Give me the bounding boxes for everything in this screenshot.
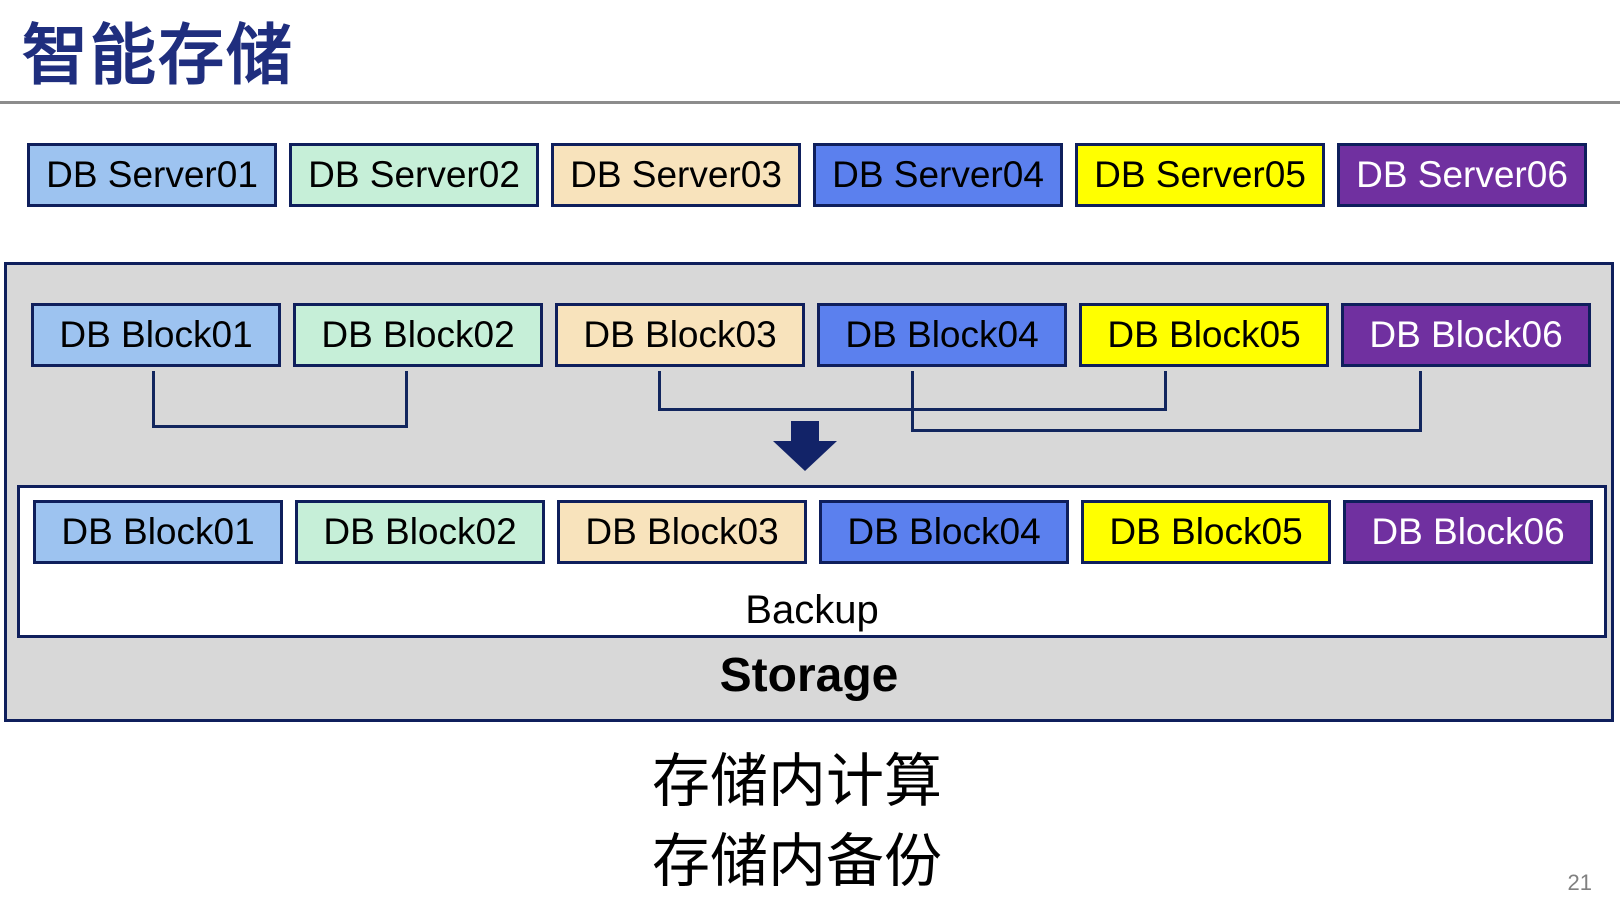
connector-line xyxy=(911,429,1422,432)
db-block03-box: DB Block03 xyxy=(555,303,805,367)
db-block04-box: DB Block04 xyxy=(817,303,1067,367)
connector-line xyxy=(405,371,408,428)
db-server06-box: DB Server06 xyxy=(1337,143,1587,207)
connector-line xyxy=(152,425,408,428)
db-block-row-backup: DB Block01 DB Block02 DB Block03 DB Bloc… xyxy=(33,500,1593,566)
backup-db-block01-box: DB Block01 xyxy=(33,500,283,564)
page-number: 21 xyxy=(1567,870,1592,895)
backup-db-block03-box: DB Block03 xyxy=(557,500,807,564)
db-block-row-upper: DB Block01 DB Block02 DB Block03 DB Bloc… xyxy=(31,303,1591,369)
slide-title: 智能存储 xyxy=(22,18,294,92)
down-arrow-head xyxy=(773,441,837,471)
title-divider xyxy=(0,101,1620,104)
db-block02-box: DB Block02 xyxy=(293,303,543,367)
backup-db-block04-box: DB Block04 xyxy=(819,500,1069,564)
db-server-row: DB Server01 DB Server02 DB Server03 DB S… xyxy=(27,143,1587,207)
connector-line xyxy=(911,371,914,432)
db-server03-box: DB Server03 xyxy=(551,143,801,207)
backup-label: Backup xyxy=(745,588,879,632)
backup-box: DB Block01 DB Block02 DB Block03 DB Bloc… xyxy=(17,485,1607,638)
db-block01-box: DB Block01 xyxy=(31,303,281,367)
connector-line xyxy=(152,371,155,428)
db-server01-box: DB Server01 xyxy=(27,143,277,207)
storage-label: Storage xyxy=(719,649,899,702)
storage-container: DB Block01 DB Block02 DB Block03 DB Bloc… xyxy=(4,262,1614,722)
down-arrow-icon xyxy=(773,421,837,471)
down-arrow-stem xyxy=(791,421,819,441)
db-block05-box: DB Block05 xyxy=(1079,303,1329,367)
backup-db-block06-box: DB Block06 xyxy=(1343,500,1593,564)
db-server05-box: DB Server05 xyxy=(1075,143,1325,207)
caption-line2: 存储内备份 xyxy=(652,829,943,894)
db-server02-box: DB Server02 xyxy=(289,143,539,207)
bottom-captions: 存储内计算 存储内备份 xyxy=(652,742,942,902)
db-server04-box: DB Server04 xyxy=(813,143,1063,207)
connector-line xyxy=(1419,371,1422,432)
connector-line xyxy=(1164,371,1167,411)
connector-line xyxy=(658,371,661,411)
backup-db-block05-box: DB Block05 xyxy=(1081,500,1331,564)
backup-db-block02-box: DB Block02 xyxy=(295,500,545,564)
caption-line1: 存储内计算 xyxy=(652,749,943,814)
db-block06-box: DB Block06 xyxy=(1341,303,1591,367)
